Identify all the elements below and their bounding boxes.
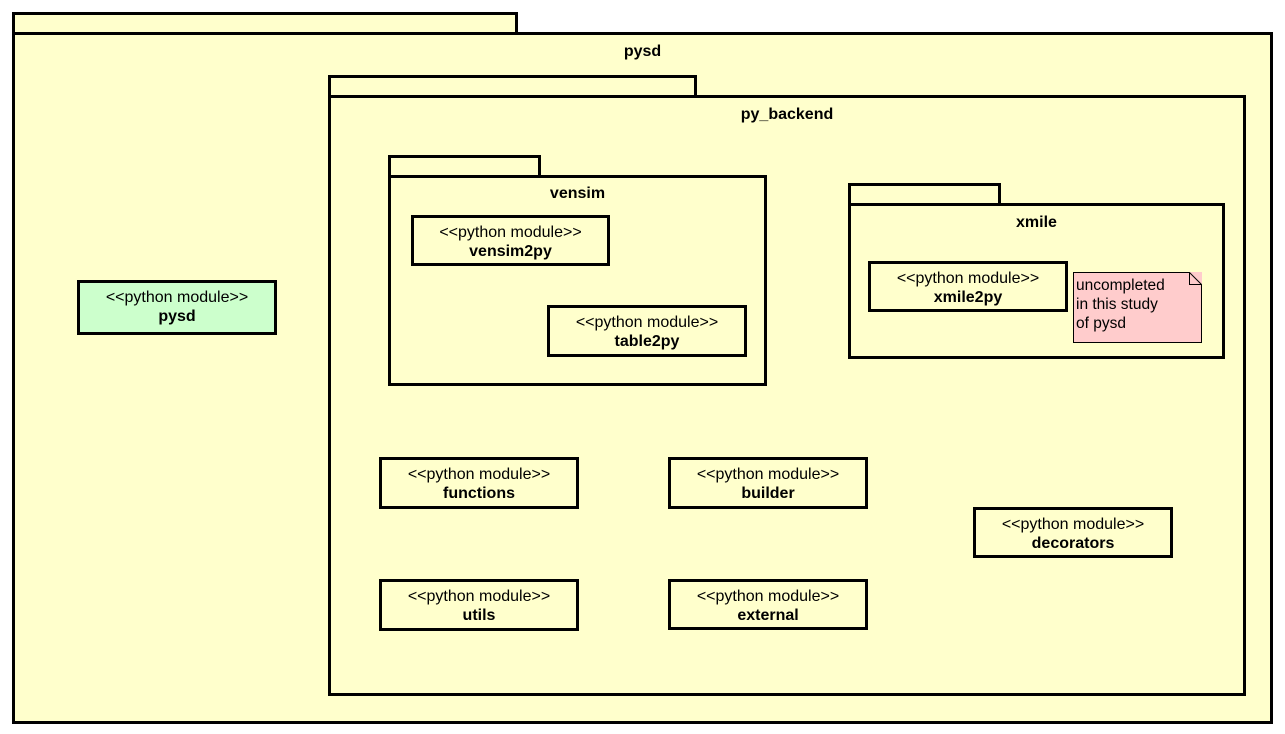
module-xmile2py[interactable]: <<python module>> xmile2py xyxy=(868,261,1068,312)
package-pysd-name: pysd xyxy=(623,43,662,60)
module-builder[interactable]: <<python module>> builder xyxy=(668,457,868,509)
note-uncompleted[interactable]: uncompleted in this study of pysd xyxy=(1073,272,1202,343)
package-xmile-name: xmile xyxy=(1016,214,1057,231)
module-name: vensim2py xyxy=(469,243,552,260)
module-stereotype: <<python module>> xyxy=(1001,516,1145,533)
module-stereotype: <<python module>> xyxy=(896,270,1040,287)
module-name: utils xyxy=(462,607,496,624)
module-name: decorators xyxy=(1031,535,1115,552)
package-py-backend-name: py_backend xyxy=(740,106,834,123)
module-name: pysd xyxy=(158,308,196,325)
module-table2py[interactable]: <<python module>> table2py xyxy=(547,305,747,357)
module-external[interactable]: <<python module>> external xyxy=(668,579,868,630)
module-vensim2py[interactable]: <<python module>> vensim2py xyxy=(411,215,610,266)
module-name: table2py xyxy=(614,333,680,350)
module-stereotype: <<python module>> xyxy=(407,588,551,605)
module-utils[interactable]: <<python module>> utils xyxy=(379,579,579,631)
module-pysd[interactable]: <<python module>> pysd xyxy=(77,280,277,335)
module-stereotype: <<python module>> xyxy=(407,466,551,483)
note-text: uncompleted in this study of pysd xyxy=(1076,277,1165,332)
module-stereotype: <<python module>> xyxy=(575,314,719,331)
module-name: external xyxy=(737,607,799,624)
package-vensim-name: vensim xyxy=(549,185,606,202)
module-stereotype: <<python module>> xyxy=(696,588,840,605)
module-stereotype: <<python module>> xyxy=(439,224,582,241)
module-stereotype: <<python module>> xyxy=(696,466,840,483)
module-name: functions xyxy=(443,485,515,502)
module-name: xmile2py xyxy=(933,289,1003,306)
module-stereotype: <<python module>> xyxy=(105,289,249,306)
note-folded-corner-icon xyxy=(1073,272,1202,343)
module-name: builder xyxy=(741,485,795,502)
module-decorators[interactable]: <<python module>> decorators xyxy=(973,507,1173,558)
module-functions[interactable]: <<python module>> functions xyxy=(379,457,579,509)
